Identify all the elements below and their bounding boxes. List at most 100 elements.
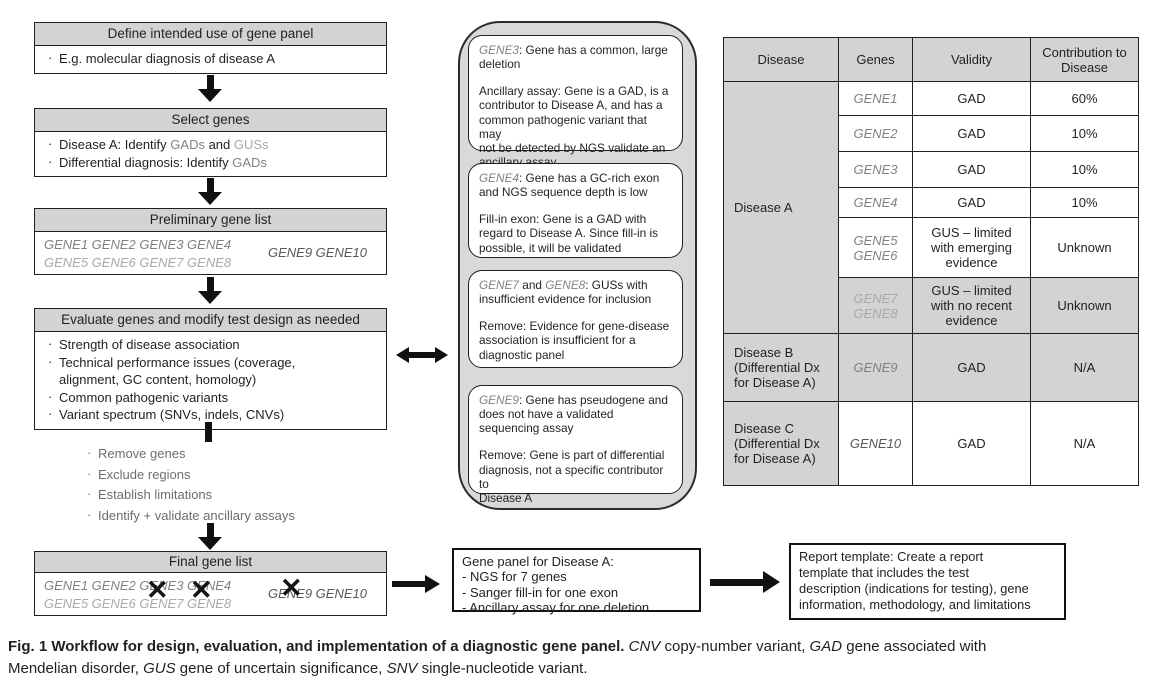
note-intro-text: and: [519, 278, 546, 292]
box-title: Final gene list: [35, 552, 386, 573]
caption-abbrev: CNV: [628, 638, 661, 655]
gene-list-row1: GENE1 GENE2 GENE3 GENE4: [44, 578, 232, 593]
cell-genes: GENE10: [838, 401, 913, 486]
gene-panel-item: - NGS for 7 genes: [462, 569, 567, 585]
bullet-item: · Differential diagnosis: Identify GADs: [43, 154, 378, 172]
report-template-box: Report template: Create a report templat…: [789, 543, 1066, 620]
gene-panel-box: Gene panel for Disease A: - NGS for 7 ge…: [452, 548, 701, 615]
bullet-item: ·Common pathogenic variants: [43, 389, 378, 407]
gene-list-row2: GENE5 GENE6 GENE7 GENE8: [44, 596, 232, 612]
caption-text: Mendelian disorder,: [8, 659, 144, 677]
cell-genes: GENE9: [838, 333, 913, 402]
bullet-text: Differential diagnosis: Identify: [59, 154, 233, 170]
caption-abbrev: GAD: [809, 638, 843, 655]
gads-label: GADs: [232, 154, 267, 170]
cell-contribution: 60%: [1030, 81, 1139, 116]
arrow-down-icon: [197, 523, 223, 550]
note-intro: GENE3: Gene has a common, large deletion: [479, 43, 672, 71]
gene-list-right: GENE9 GENE10: [268, 245, 367, 260]
flow-box-final: Final gene list GENE1 GENE2 GENE3 GENE4 …: [34, 551, 387, 616]
arrow-down-icon: [197, 277, 223, 304]
note-gene4: GENE4: Gene has a GC-rich exon and NGS s…: [468, 163, 683, 258]
caption-title: Workflow for design, evaluation, and imp…: [51, 638, 629, 655]
cell-validity: GUS – limited with emerging evidence: [912, 217, 1031, 278]
cell-disease-b: Disease B (Differential Dx for Disease A…: [723, 333, 839, 402]
gene-panel-title: Gene panel for Disease A:: [462, 554, 614, 569]
caption-fig-label: Fig. 1: [8, 638, 52, 655]
table-row: GENE7 GENE8 GUS – limited with no recent…: [724, 277, 1139, 334]
caption-abbrev: SNV: [386, 659, 418, 677]
cell-genes: GENE2: [838, 115, 913, 152]
caption-abbrev: GUS: [143, 659, 176, 677]
box-title: Select genes: [35, 109, 386, 132]
flow-box-evaluate: Evaluate genes and modify test design as…: [34, 308, 387, 430]
figure-caption: Fig. 1 Workflow for design, evaluation, …: [8, 636, 1166, 680]
cell-genes: GENE5 GENE6: [838, 217, 913, 278]
note-gene7-gene8: GENE7 and GENE8: GUSs with insufficient …: [468, 270, 683, 368]
note-intro-text: : Gene has pseudogene and does not have …: [479, 393, 668, 436]
bullet-item: ·Establish limitations: [82, 485, 295, 506]
cell-genes: GENE4: [838, 187, 913, 218]
table-row: Disease A GENE1 GAD 60%: [723, 81, 1139, 334]
flow-box-define: Define intended use of gene panel ·E.g. …: [34, 22, 387, 74]
column-header-disease: Disease: [723, 37, 839, 82]
bullet-dot: ·: [87, 445, 92, 460]
cell-contribution: N/A: [1030, 333, 1139, 402]
bullet-text: Variant spectrum (SNVs, indels, CNVs): [59, 407, 285, 423]
note-intro: GENE9: Gene has pseudogene and does not …: [479, 393, 672, 435]
bullet-dot: ·: [48, 136, 53, 151]
cell-contribution: Unknown: [1030, 217, 1139, 278]
bullet-item: ·Exclude regions: [82, 465, 295, 486]
gene-list-row1: GENE1 GENE2 GENE3 GENE4: [44, 237, 232, 252]
note-paragraph: Ancillary assay: Gene is a GAD, is a con…: [479, 84, 669, 169]
gene-panel-item: - Ancillary assay for one deletion: [462, 599, 650, 615]
arrow-double-icon: [396, 347, 448, 363]
strike-x-icon: ✕: [190, 575, 213, 605]
arrow-down-icon: [197, 75, 223, 102]
cell-disease-a: Disease A: [723, 81, 839, 334]
cell-validity: GAD: [912, 401, 1031, 486]
cell-validity: GUS – limited with no recent evidence: [912, 277, 1031, 334]
caption-text: copy-number variant,: [660, 638, 810, 655]
cell-contribution: 10%: [1030, 187, 1139, 218]
table-row: GENE3 GAD 10%: [724, 151, 1139, 188]
caption-line1: Fig. 1 Workflow for design, evaluation, …: [8, 636, 1166, 658]
bullet-item: ·Disease A: Identify GADs and GUSs: [43, 136, 378, 154]
caption-text: gene of uncertain significance,: [175, 659, 387, 677]
bullet-dot: ·: [48, 153, 53, 169]
arrow-down-icon: [197, 178, 223, 205]
note-intro-text: : Gene has a GC-rich exon and NGS sequen…: [479, 171, 660, 200]
gene-label: GENE4: [479, 171, 519, 185]
cell-validity: GAD: [912, 115, 1031, 152]
flow-box-preliminary: Preliminary gene list GENE1 GENE2 GENE3 …: [34, 208, 387, 275]
cell-genes: GENE7 GENE8: [838, 277, 913, 334]
column-header-genes: Genes: [838, 37, 913, 82]
gene-notes-container: GENE3: Gene has a common, large deletion…: [458, 21, 697, 510]
cell-validity: GAD: [912, 81, 1031, 116]
bullet-dot: ·: [48, 50, 53, 65]
arrow-right-icon: [392, 575, 440, 593]
caption-text: gene associated with: [842, 638, 987, 655]
gene-label: GENE7: [479, 278, 519, 292]
cell-contribution: 10%: [1030, 115, 1139, 152]
cell-validity: GAD: [912, 333, 1031, 402]
note-paragraph: Fill-in exon: Gene is a GAD with regard …: [479, 212, 658, 255]
column-header-contribution: Contribution to Disease: [1030, 37, 1139, 82]
bullet-text: Strength of disease association: [59, 337, 240, 352]
bullet-dot: ·: [48, 406, 53, 422]
bullet-text: Identify + validate ancillary assays: [98, 507, 295, 523]
gene-label: GENE8: [545, 278, 586, 292]
table-row: Disease B (Differential Dx for Disease A…: [723, 333, 1139, 402]
caption-line2: Mendelian disorder, GUS gene of uncertai…: [8, 658, 1166, 680]
cell-contribution: Unknown: [1030, 277, 1139, 334]
cell-contribution: N/A: [1030, 401, 1139, 486]
cell-validity: GAD: [912, 151, 1031, 188]
box-title: Preliminary gene list: [35, 209, 386, 232]
note-intro: GENE7 and GENE8: GUSs with insufficient …: [479, 278, 672, 306]
cell-genes: GENE3: [838, 151, 913, 188]
cell-genes: GENE1: [838, 81, 913, 116]
note-intro: GENE4: Gene has a GC-rich exon and NGS s…: [479, 171, 672, 199]
note-intro-text: : Gene has a common, large deletion: [479, 43, 668, 72]
bullet-dot: ·: [48, 388, 53, 404]
cell-validity: GAD: [912, 187, 1031, 218]
